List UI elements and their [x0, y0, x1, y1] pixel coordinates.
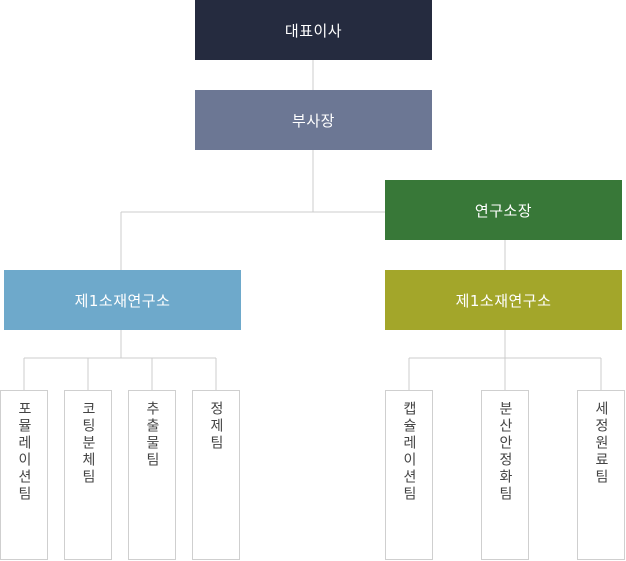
- lab1-box: 제1소재연구소: [4, 270, 241, 330]
- team-dispersion-stability: 분산안정화팀: [481, 390, 529, 560]
- lab-director-label: 연구소장: [474, 201, 533, 220]
- team-label: 정제팀: [208, 401, 224, 452]
- team-extract: 추출물팀: [128, 390, 176, 560]
- team-label: 세정원료팀: [593, 401, 609, 486]
- team-label: 코팅분체팀: [80, 401, 96, 486]
- team-cleansing-material: 세정원료팀: [577, 390, 625, 560]
- lab2-box: 제1소재연구소: [385, 270, 622, 330]
- team-label: 캡슐레이션팀: [401, 401, 417, 503]
- team-label: 분산안정화팀: [497, 401, 513, 503]
- vice-president-label: 부사장: [292, 111, 335, 130]
- ceo-label: 대표이사: [284, 21, 343, 40]
- team-purification: 정제팀: [192, 390, 240, 560]
- lab2-label: 제1소재연구소: [455, 291, 552, 310]
- lab1-label: 제1소재연구소: [74, 291, 171, 310]
- ceo-box: 대표이사: [195, 0, 432, 60]
- lab-director-box: 연구소장: [385, 180, 622, 240]
- team-coating-powder: 코팅분체팀: [64, 390, 112, 560]
- team-label: 포뮬레이션팀: [16, 401, 32, 503]
- team-label: 추출물팀: [144, 401, 160, 469]
- team-formulation: 포뮬레이션팀: [0, 390, 48, 560]
- vice-president-box: 부사장: [195, 90, 432, 150]
- team-encapsulation: 캡슐레이션팀: [385, 390, 433, 560]
